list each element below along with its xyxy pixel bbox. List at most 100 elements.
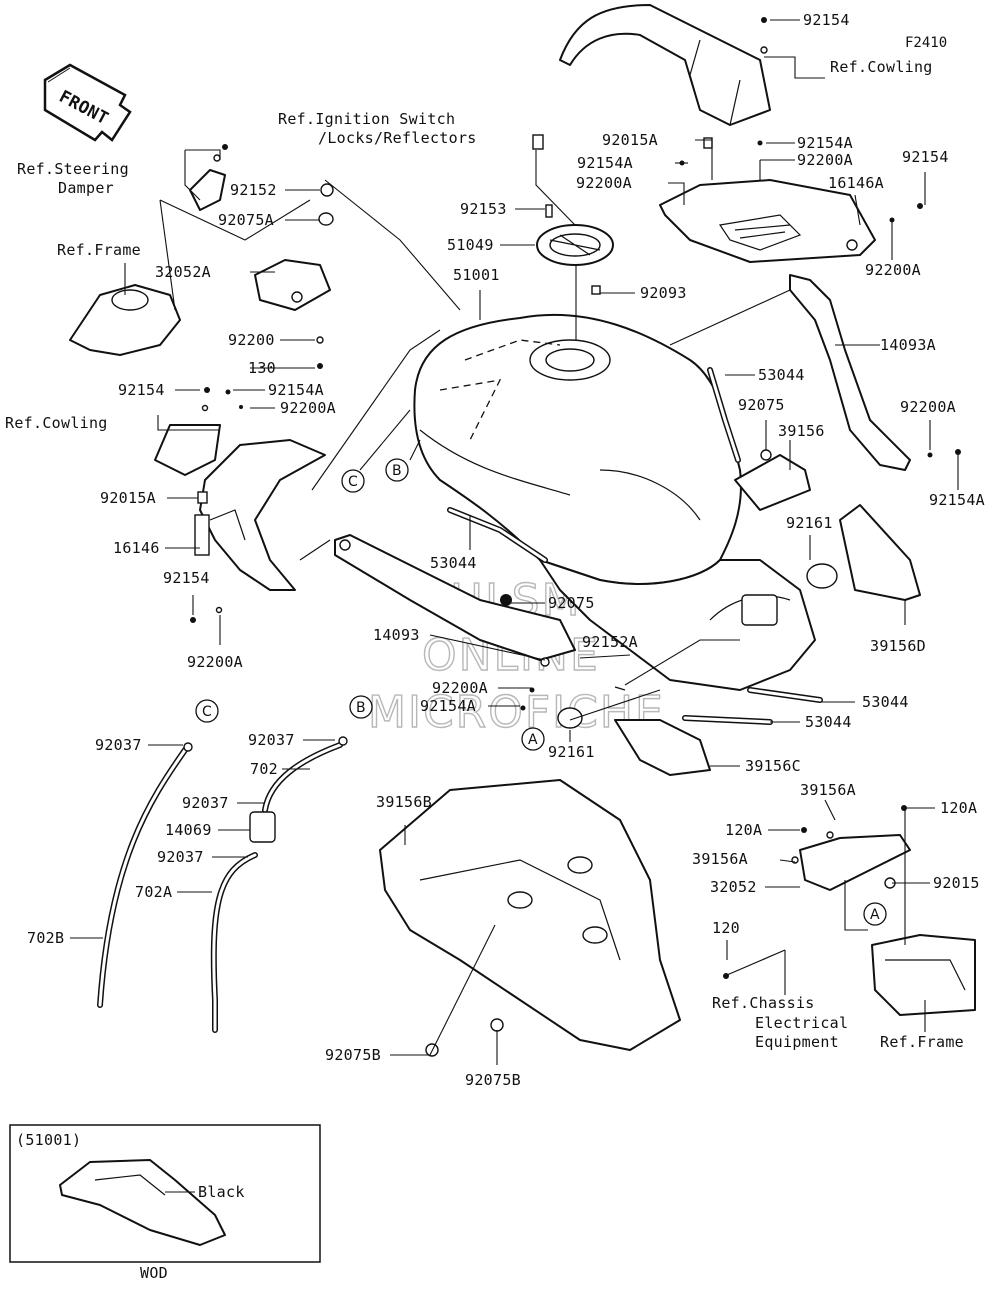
inset-color-label: Black [198,1183,245,1201]
label-92037-upper: 92037 [182,794,229,812]
leader-lines [70,19,959,1065]
seal-53044-parts [447,367,823,725]
callout-c-tank [341,469,365,493]
callout-a-tank [521,727,545,751]
label-53044-left: 53044 [430,554,477,572]
label-92200A-right: 92200A [865,261,921,279]
label-ref-cowling-left: Ref.Cowling [5,414,108,432]
label-ref-chassis-3: Equipment [755,1033,839,1051]
label-53044-right: 53044 [758,366,805,384]
label-92154-right: 92154 [902,148,949,166]
left-tank-cover-part [334,534,576,661]
steering-damper-bracket-part [189,169,226,211]
label-92154-left: 92154 [118,381,165,399]
heat-pad-39156C-part [614,719,711,776]
label-39156B: 39156B [376,793,432,811]
label-53044-lower-1: 53044 [862,693,909,711]
heat-pad-39156D-part [839,504,921,601]
callout-c-tank-label: C [348,474,358,490]
label-ref-cowling-top: Ref.Cowling [830,58,933,76]
bracket-32052-part [799,834,911,891]
damper-92161-part [557,563,838,729]
label-39156A-top: 39156A [800,781,856,799]
callout-a-tank-label: A [528,732,538,748]
label-92161-right: 92161 [786,514,833,532]
tank-lower-body-part [539,559,816,691]
label-92154-lower: 92154 [163,569,210,587]
label-53044-lower-2: 53044 [805,713,852,731]
label-702A: 702A [135,883,172,901]
label-702B: 702B [27,929,64,947]
label-92154A-left: 92154A [268,381,324,399]
label-39156C: 39156C [745,757,801,775]
label-120A-right: 120A [940,799,977,817]
label-92200A-lower: 92200A [187,653,243,671]
label-16146: 16146 [113,539,160,557]
label-92154A-r2: 92154A [929,491,985,509]
right-tank-cover-part [789,274,911,471]
label-ref-chassis-1: Ref.Chassis [712,994,815,1012]
heat-shield-39156B-part [379,779,681,1057]
label-92200A-mid: 92200A [432,679,488,697]
label-92015A-left: 92015A [100,489,156,507]
label-51049: 51049 [447,236,494,254]
label-ref-ignition-2: /Locks/Reflectors [318,129,477,147]
label-92037-c: 92037 [95,736,142,754]
inset-header: (51001) [16,1131,81,1149]
label-92015: 92015 [933,874,980,892]
watermark-line-3: MICROFICHE [368,687,665,738]
label-92037-b: 92037 [248,731,295,749]
label-92200A-left: 92200A [280,399,336,417]
label-92093: 92093 [640,284,687,302]
label-ref-steering-2: Damper [58,179,114,197]
label-92153: 92153 [460,200,507,218]
figure-code: F2410 [905,35,947,51]
label-32052: 32052 [710,878,757,896]
label-92015A-top: 92015A [602,131,658,149]
upper-cowl-part [559,4,771,126]
callout-a-frame [863,902,887,926]
callout-circles: C B A C B A [195,458,887,926]
callout-c-hose [195,699,219,723]
label-92152: 92152 [230,181,277,199]
label-120A-left: 120A [725,821,762,839]
label-14093A: 14093A [880,336,936,354]
label-92075-mid: 92075 [548,594,595,612]
label-92200: 92200 [228,331,275,349]
bracket-32052A-part [254,259,331,311]
front-arrow-icon: FRONT [43,63,132,142]
callout-a-frame-label: A [870,907,880,923]
label-14093: 14093 [373,626,420,644]
inset-cover-part [59,1159,226,1246]
label-14069: 14069 [165,821,212,839]
part-labels: 92154 Ref.Cowling Ref.Ignition Switch /L… [5,11,985,1089]
label-92200A-top: 92200A [576,174,632,192]
left-side-cover-part [194,439,326,591]
label-120: 120 [712,919,740,937]
label-16146A: 16146A [828,174,884,192]
label-92152A: 92152A [582,633,638,651]
label-ref-chassis-2: Electrical [755,1014,848,1032]
label-32052A: 32052A [155,263,211,281]
label-702: 702 [250,760,278,778]
callout-b-hose-label: B [356,700,366,716]
label-92154A-mid: 92154A [420,697,476,715]
label-ref-ignition-1: Ref.Ignition Switch [278,110,455,128]
label-92161-lower: 92161 [548,743,595,761]
callout-b-tank [385,458,409,482]
label-92075B-left: 92075B [325,1046,381,1064]
label-92200A-top-right: 92200A [797,151,853,169]
fuel-tank-part [413,313,742,585]
label-ref-steering-1: Ref.Steering [17,160,129,178]
label-92154: 92154 [803,11,850,29]
label-ref-frame-right: Ref.Frame [880,1033,964,1051]
left-upper-cowl-part [154,424,221,476]
label-ref-frame-left: Ref.Frame [57,241,141,259]
left-frame-part [69,284,181,356]
label-92154A-top: 92154A [577,154,633,172]
label-92200A-r2: 92200A [900,398,956,416]
label-92075-right: 92075 [738,396,785,414]
hose-parts [97,736,348,1033]
